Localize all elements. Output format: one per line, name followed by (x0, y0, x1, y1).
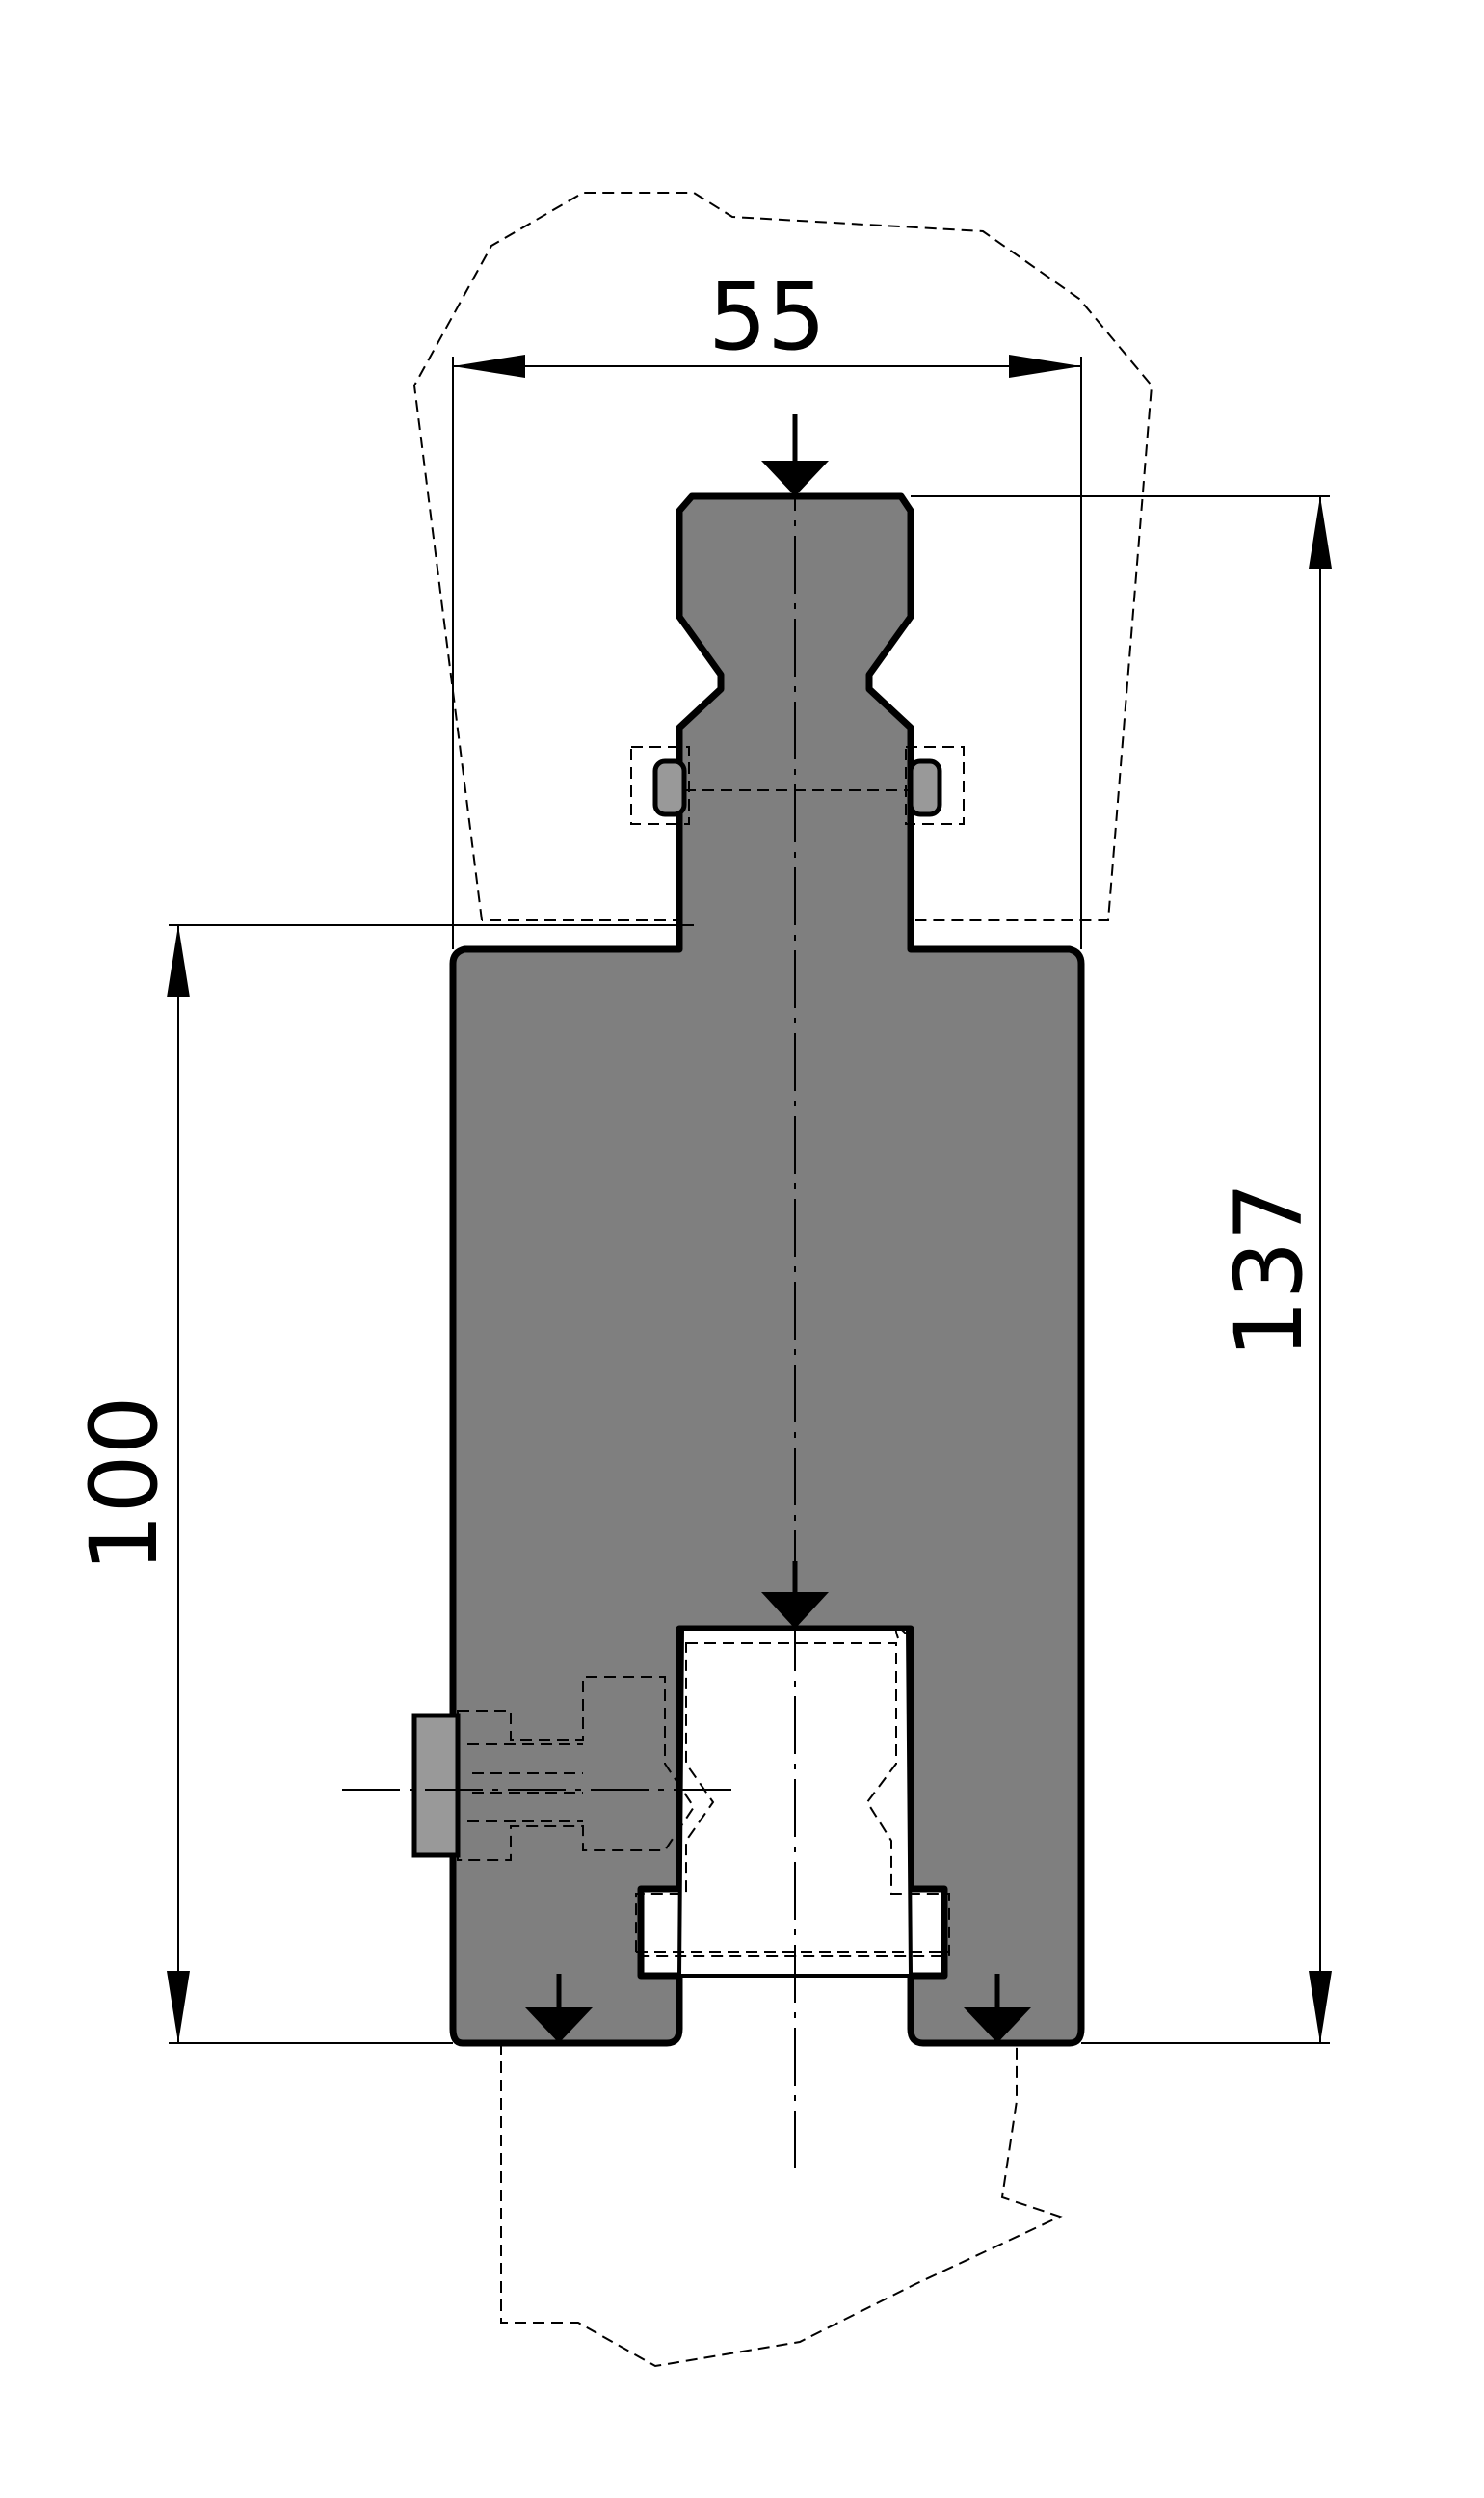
right-pin-housing (905, 746, 965, 825)
lower-die-outline (500, 2043, 1063, 2368)
right-pin (908, 758, 942, 817)
tool-body (449, 492, 1085, 2047)
clamp-screw-head (411, 1713, 461, 1858)
slot-inner-notch (894, 1626, 912, 1639)
width-dimension: 55 (452, 263, 1082, 949)
left-pin (652, 758, 687, 817)
top-load-arrow (761, 461, 829, 496)
left-pin-housing (630, 746, 690, 825)
clamp-screw-thread (467, 1743, 583, 1822)
total-height-dimension-label: 137 (1215, 1182, 1323, 1358)
insert-outline (635, 1642, 950, 1957)
total-height-dimension: 137 (911, 495, 1332, 2044)
bottom-right-arrow (964, 2007, 1031, 2043)
seat-load-arrow (761, 1592, 829, 1629)
upper-holder-outline (412, 192, 1153, 921)
width-dimension-label: 55 (708, 263, 826, 371)
lower-height-dimension-label: 100 (70, 1395, 178, 1572)
bottom-left-arrow (525, 2007, 593, 2043)
lower-height-dimension: 100 (70, 924, 694, 2044)
